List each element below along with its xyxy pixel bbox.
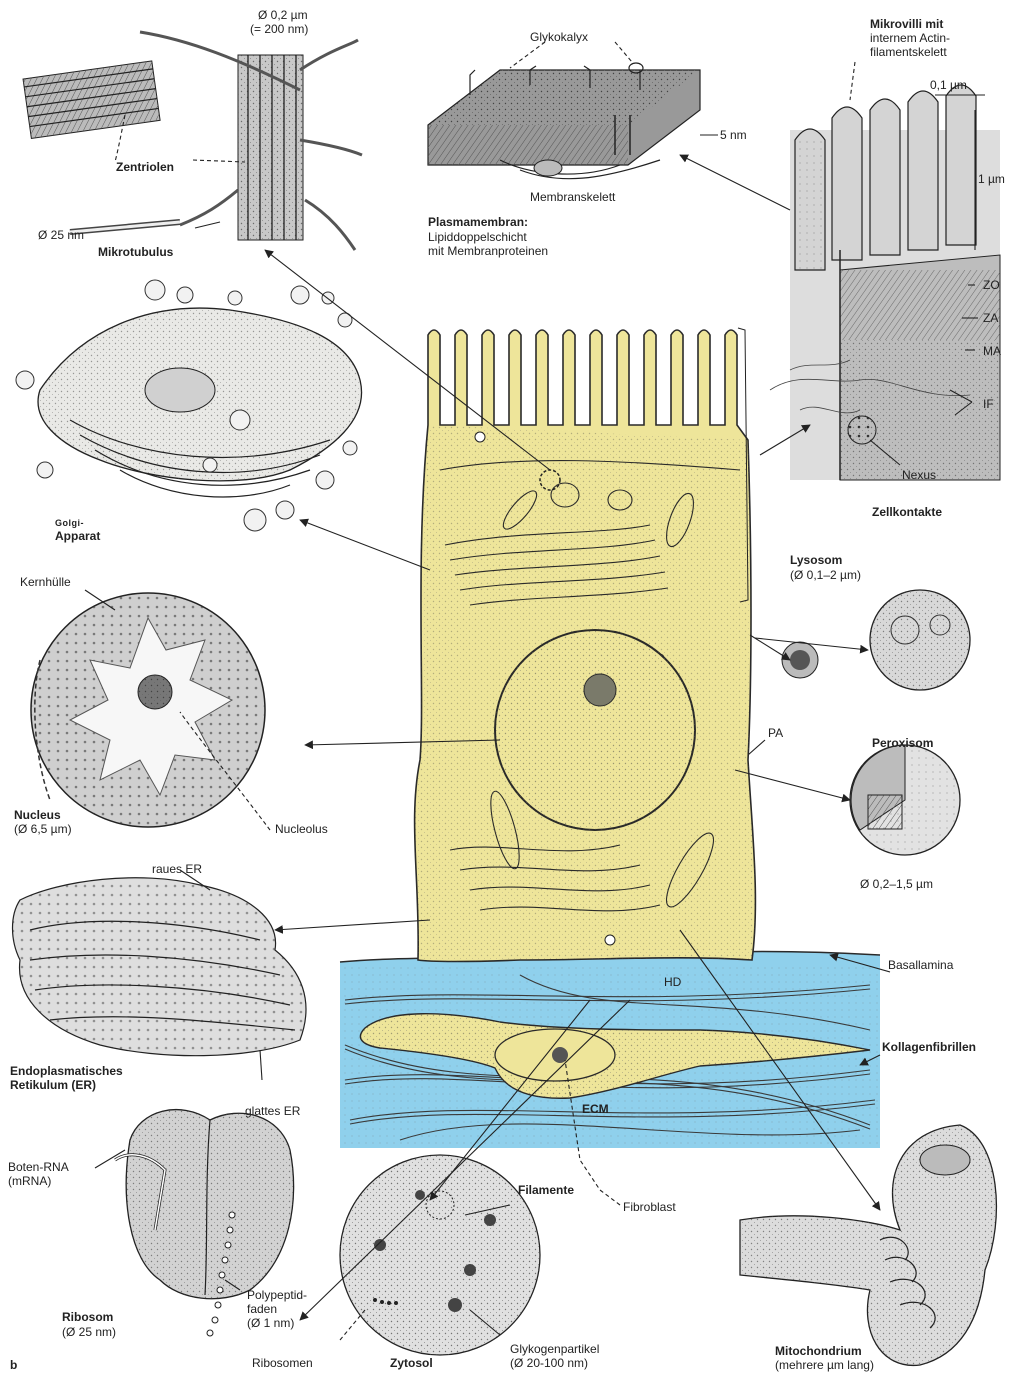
- boten-rna-line1: Boten-RNA: [8, 1160, 69, 1174]
- peroxisome-illustration: [850, 745, 960, 855]
- epithelial-cell: [415, 328, 756, 962]
- ribosom-label: Ribosom: [62, 1310, 113, 1324]
- cell-nucleus: [495, 630, 695, 830]
- plasmamembran-line2: mit Membranproteinen: [428, 244, 548, 258]
- plasmamembran-line1: Lipiddoppelschicht: [428, 230, 527, 244]
- glykogen-line2: (Ø 20-100 nm): [510, 1356, 588, 1370]
- boten-rna-line2: (mRNA): [8, 1174, 51, 1188]
- er-label-line2: Retikulum (ER): [10, 1078, 96, 1092]
- golgi-illustration: [16, 280, 362, 531]
- glykokalyx-label: Glykokalyx: [530, 30, 588, 44]
- fibroblast-label: Fibroblast: [623, 1200, 676, 1214]
- membrane-thickness-label: 5 nm: [720, 128, 747, 142]
- mikrotubulus-label: Mikrotubulus: [98, 245, 173, 259]
- nexus-label: Nexus: [902, 468, 936, 482]
- za-label: ZA: [983, 311, 998, 325]
- nucleolus-label: Nucleolus: [275, 822, 328, 836]
- hd-label: HD: [664, 975, 681, 989]
- centriole-diameter-label: Ø 0,2 µm: [258, 8, 308, 22]
- ecm-region: [340, 951, 880, 1148]
- golgi-label-line1: Golgi-: [55, 515, 84, 530]
- polypeptid-line2: faden: [247, 1302, 277, 1316]
- mikrovilli-line2: internem Actin-: [870, 31, 950, 45]
- panel-letter: b: [10, 1358, 17, 1372]
- nucleus-illustration: [31, 593, 265, 827]
- ribosom-size-label: (Ø 25 nm): [62, 1325, 116, 1339]
- golgi-caps-text: Golgi-: [55, 518, 84, 528]
- mikrovilli-line1: Mikrovilli mit: [870, 17, 943, 31]
- zo-label: ZO: [983, 278, 1000, 292]
- basallamina-label: Basallamina: [888, 958, 953, 972]
- ecm-label: ECM: [582, 1102, 609, 1116]
- glattes-er-label: glattes ER: [245, 1104, 300, 1118]
- kollagenfibrillen-label: Kollagenfibrillen: [882, 1040, 976, 1054]
- mitochondrion-illustration: [740, 1125, 996, 1365]
- nucleus-size-label: (Ø 6,5 µm): [14, 822, 72, 836]
- lysosom-size-label: (Ø 0,1–2 µm): [790, 568, 861, 582]
- kernhulle-label: Kernhülle: [20, 575, 71, 589]
- microvilli-width-label: 0,1 µm: [930, 78, 967, 92]
- mikrovilli-line3: filamentskelett: [870, 45, 947, 59]
- plasma-membrane-illustration: [428, 63, 700, 179]
- mitochondrium-size-label: (mehrere µm lang): [775, 1358, 874, 1372]
- zentriolen-label: Zentriolen: [116, 160, 174, 174]
- er-illustration: [13, 878, 306, 1056]
- peroxisom-label: Peroxisom: [872, 736, 933, 750]
- polypeptid-line1: Polypeptid-: [247, 1288, 307, 1302]
- filamente-label: Filamente: [518, 1183, 574, 1197]
- mitochondrium-label: Mitochondrium: [775, 1344, 862, 1358]
- glykogen-line1: Glykogenpartikel: [510, 1342, 599, 1356]
- plasmamembran-title: Plasmamembran:: [428, 215, 528, 229]
- raues-er-label: raues ER: [152, 862, 202, 876]
- peroxisom-size-label: Ø 0,2–1,5 µm: [860, 877, 933, 891]
- ma-label: MA: [983, 344, 1001, 358]
- polypeptid-line3: (Ø 1 nm): [247, 1316, 294, 1330]
- membranskelett-label: Membranskelett: [530, 190, 615, 204]
- pa-label: PA: [768, 726, 783, 740]
- centrioles-illustration: [23, 32, 362, 250]
- zytosol-label: Zytosol: [390, 1356, 433, 1370]
- centriole-diameter-nm-label: (= 200 nm): [250, 22, 308, 36]
- if-label: IF: [983, 397, 994, 411]
- ribosomen-label: Ribosomen: [252, 1356, 313, 1370]
- nucleus-label: Nucleus: [14, 808, 61, 822]
- golgi-label-line2: Apparat: [55, 529, 100, 543]
- mikrotubulus-diameter-label: Ø 25 nm: [38, 228, 84, 242]
- microvilli-illustration: [770, 85, 1000, 480]
- zellkontakte-label: Zellkontakte: [872, 505, 942, 519]
- lysosom-label: Lysosom: [790, 553, 842, 567]
- microvilli-length-label: 1 µm: [978, 172, 1005, 186]
- lysosome-illustration: [782, 590, 970, 690]
- er-label-line1: Endoplasmatisches: [10, 1064, 123, 1078]
